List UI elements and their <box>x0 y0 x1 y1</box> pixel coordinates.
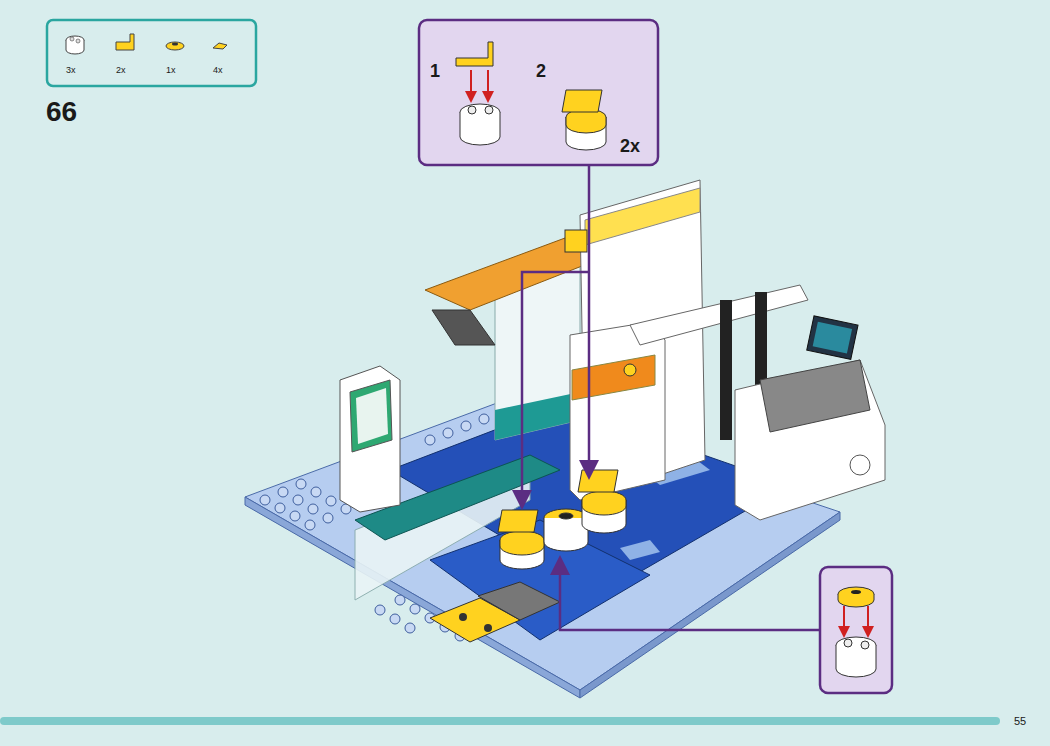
quantity: 2x <box>620 137 640 155</box>
substep-number: 2 <box>536 62 546 80</box>
part-count: 3x <box>66 66 76 75</box>
step-number: 66 <box>46 98 77 126</box>
part-count: 1x <box>166 66 176 75</box>
part-count: 2x <box>116 66 126 75</box>
part-count: 4x <box>213 66 223 75</box>
page-number: 55 <box>1014 716 1026 727</box>
substep-number: 1 <box>430 62 440 80</box>
